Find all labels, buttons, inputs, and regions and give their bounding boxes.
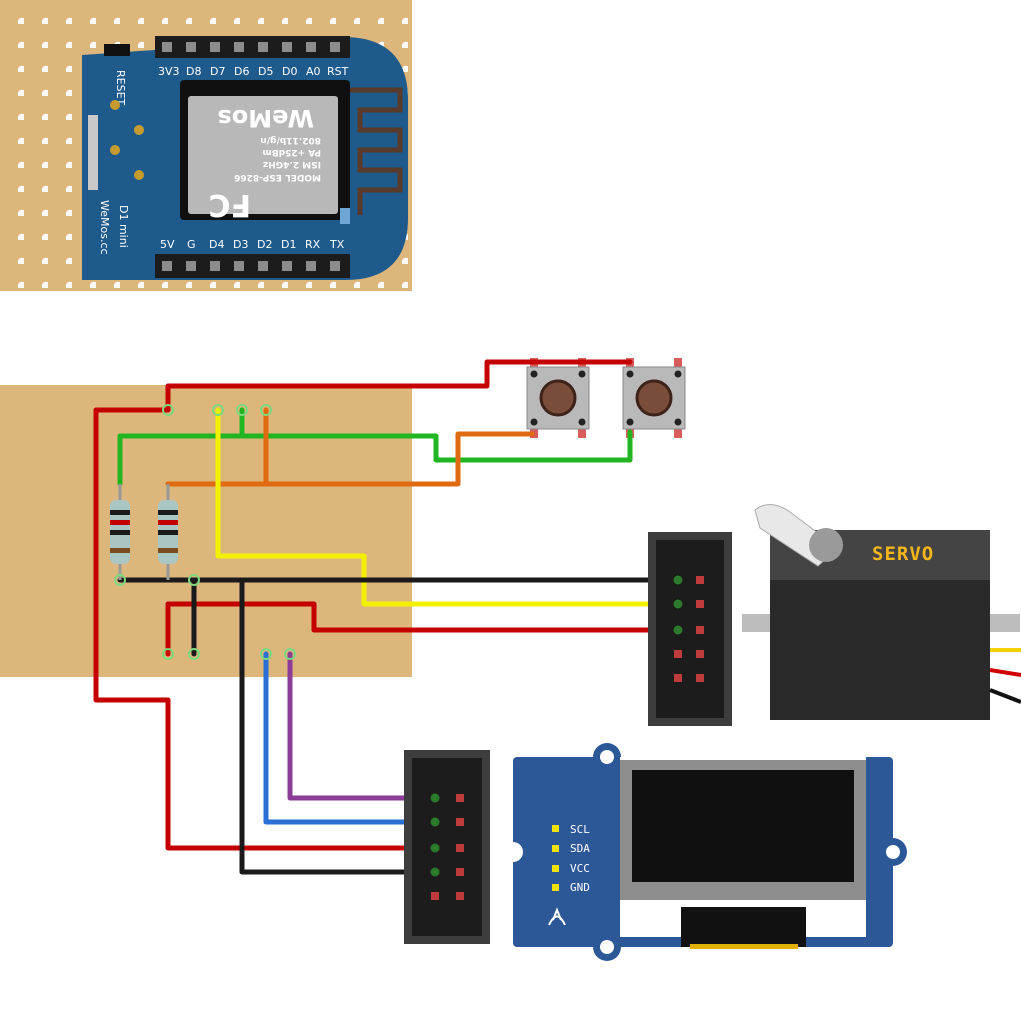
oled-pin-gnd: GND [570,881,590,894]
wire-blue-sda [263,651,438,825]
chip-line-4: 802.11b/g/n [260,135,321,145]
wire-red-left-rail [93,407,438,851]
pin-label-g: G [187,238,196,251]
resistor-1 [110,484,130,580]
esp-shield [188,96,338,214]
push-button-1[interactable] [526,358,590,438]
pin-label-rst: RST [327,65,349,78]
pin-label-d5: D5 [258,65,273,78]
chip-line-3: PA +25dBm [262,147,321,157]
usb-connector [88,115,98,190]
pin-label-rx: RX [305,238,321,251]
bottom-header [155,254,350,278]
top-header [155,36,350,58]
chip-fcc-logo: FC [208,187,251,222]
oled-module: SCL SDA VCC GND [503,743,907,961]
pin-label-d3: D3 [233,238,248,251]
wemos-d1-mini: RESET 3V3 D8 D7 D6 D5 D0 A0 RST 5V G [82,36,408,280]
pin-label-d0: D0 [282,65,297,78]
oled-connector [404,750,490,944]
reset-label: RESET [114,70,127,106]
pin-label-tx: TX [329,238,345,251]
pin-label-d8: D8 [186,65,201,78]
antenna-trace [350,87,403,215]
wire-black-oled [239,577,438,875]
pin-label-d1: D1 [281,238,296,251]
chip-brand: WeMos [217,104,314,132]
oled-pin-sda: SDA [570,842,590,855]
pin-label-d2: D2 [257,238,272,251]
board-name: D1 mini [117,205,130,248]
board-brand: WeMos.cc [98,200,111,255]
servo-connector [648,532,732,726]
perfboard-bottom [0,385,412,1024]
pin-label-a0: A0 [306,65,321,78]
wire-yellow [215,407,681,607]
oled-pin-vcc: VCC [570,862,590,875]
esp-chip-text: FC MODEL ESP-8266 ISM 2.4GHz PA +25dBm 8… [208,104,321,222]
pin-label-d7: D7 [210,65,225,78]
pin-label-d4: D4 [209,238,224,251]
servo-label: SERVO [872,543,934,565]
top-pins [162,42,340,52]
pin-label-d6: D6 [234,65,249,78]
oled-ribbon [681,907,806,947]
chip-line-1: MODEL ESP-8266 [234,172,321,182]
push-button-2[interactable] [622,358,686,438]
bottom-pins [162,261,340,271]
wire-orange-main [165,431,535,487]
oled-screen [632,770,854,882]
pin-label-3v3: 3V3 [158,65,180,78]
resistor-2 [158,484,178,580]
wire-red-servo [165,601,681,657]
grove-logo-icon [548,907,566,926]
wire-green-main [117,429,633,487]
chip-line-2: ISM 2.4GHz [263,159,321,169]
servo-motor: SERVO [742,504,1021,720]
reset-button[interactable] [104,44,130,56]
oled-pin-scl: SCL [570,823,590,836]
led [340,208,350,224]
wire-red-buttons [165,359,633,413]
wire-purple-scl [287,651,438,801]
pin-label-5v: 5V [160,238,175,251]
solder-joints [114,404,296,660]
